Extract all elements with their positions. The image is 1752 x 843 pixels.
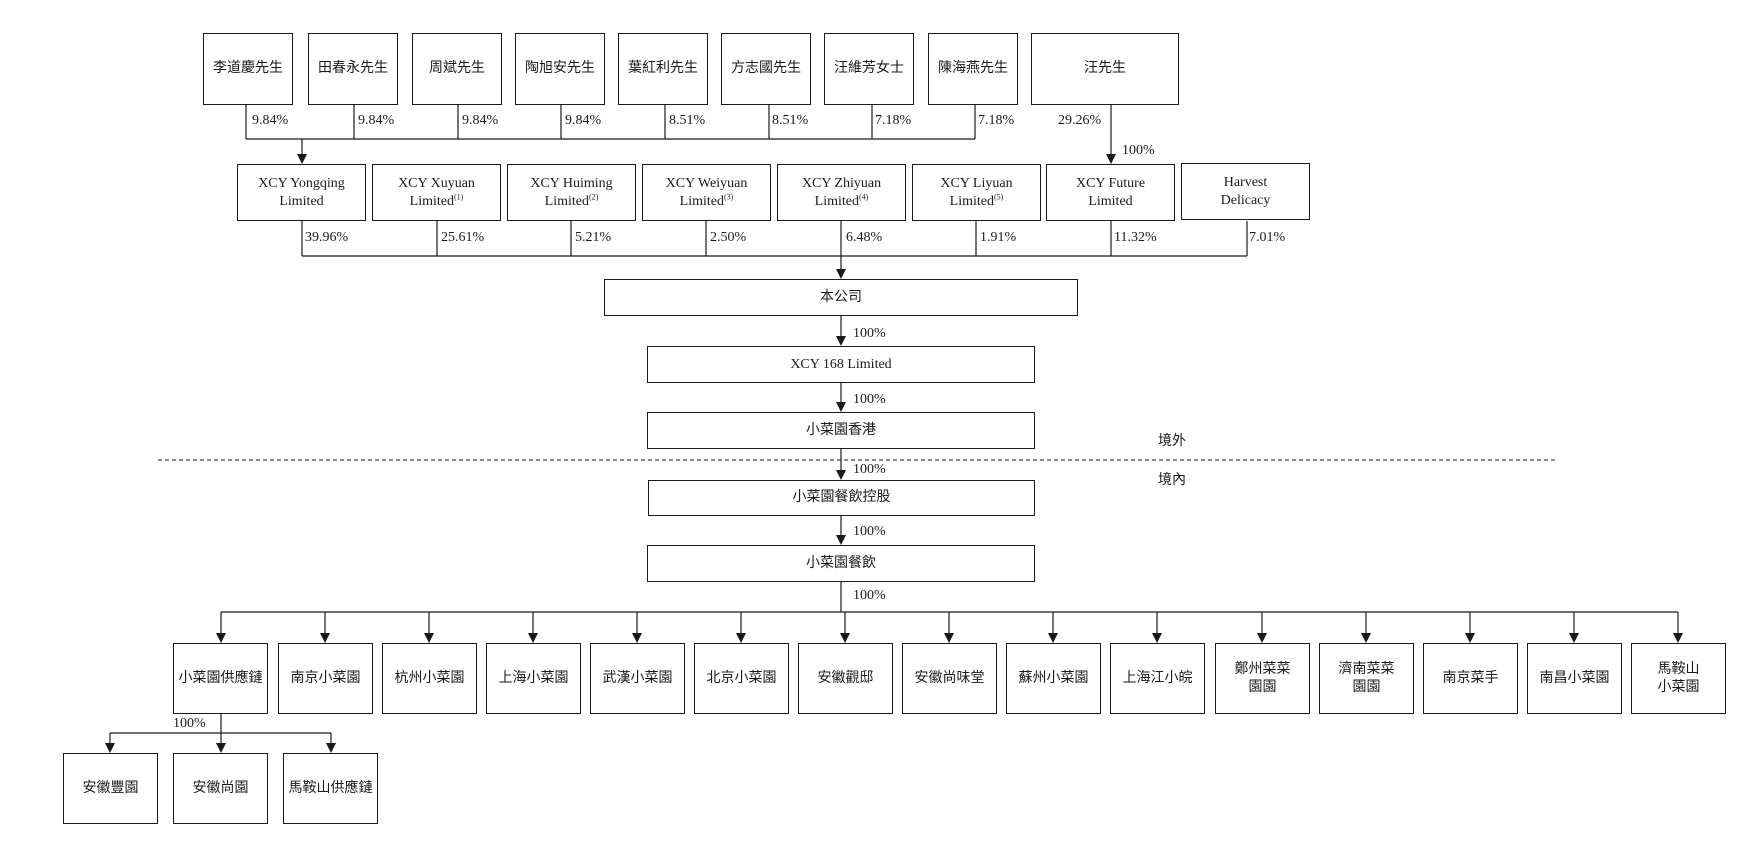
arrowhead [326, 743, 336, 753]
shareholding-pct: 9.84% [252, 113, 289, 128]
shareholder-box: 汪維芳女士 [824, 33, 914, 105]
shareholding-pct: 5.21% [575, 230, 612, 245]
company-box: 本公司 [604, 279, 1078, 316]
chain-entity-box: 小菜園餐飲控股 [648, 480, 1035, 516]
subsidiary-box: 南昌小菜園 [1527, 643, 1622, 714]
shareholding-pct: 1.91% [980, 230, 1017, 245]
subsidiary-box: 上海小菜園 [486, 643, 581, 714]
shareholder-box: 葉紅利先生 [618, 33, 708, 105]
shareholding-pct: 8.51% [669, 113, 706, 128]
shareholder-box: 方志國先生 [721, 33, 811, 105]
subsidiary-box: 南京小菜園 [278, 643, 373, 714]
shareholding-pct: 7.18% [978, 113, 1015, 128]
shareholding-pct: 100% [853, 392, 886, 407]
shareholding-pct: 100% [853, 588, 886, 603]
arrowhead [840, 633, 850, 643]
arrowhead [1106, 154, 1116, 164]
arrowhead [1673, 633, 1683, 643]
arrowhead [836, 470, 846, 480]
arrowhead [216, 743, 226, 753]
arrowhead [1257, 633, 1267, 643]
arrowhead [836, 336, 846, 346]
chain-entity-box: XCY 168 Limited [647, 346, 1035, 383]
arrowhead [1361, 633, 1371, 643]
subsidiary-box: 蘇州小菜園 [1006, 643, 1101, 714]
shareholder-box: 李道慶先生 [203, 33, 293, 105]
arrowhead [216, 633, 226, 643]
shareholding-pct: 9.84% [358, 113, 395, 128]
shareholding-pct: 100% [853, 524, 886, 539]
shareholding-pct: 8.51% [772, 113, 809, 128]
arrowhead [1152, 633, 1162, 643]
shareholder-box: 陶旭安先生 [515, 33, 605, 105]
subsidiary-box: 濟南菜菜園園 [1319, 643, 1414, 714]
supply-chain-sub-box: 安徽尚園 [173, 753, 268, 824]
subsidiary-box: 南京菜手 [1423, 643, 1518, 714]
chain-entity-box: 小菜園餐飲 [647, 545, 1035, 582]
subsidiary-box: 上海江小皖 [1110, 643, 1205, 714]
arrowhead [632, 633, 642, 643]
shareholding-pct: 6.48% [846, 230, 883, 245]
arrowhead [944, 633, 954, 643]
shareholder-box: 周斌先生 [412, 33, 502, 105]
shareholding-pct: 100% [1122, 143, 1155, 158]
shareholding-pct: 7.01% [1249, 230, 1286, 245]
subsidiary-box: 小菜園供應鏈 [173, 643, 268, 714]
shareholding-pct: 2.50% [710, 230, 747, 245]
shareholding-pct: 29.26% [1058, 113, 1102, 128]
offshore-label: 境外 [1158, 434, 1186, 449]
shareholding-pct: 9.84% [462, 113, 499, 128]
subsidiary-box: 武漢小菜園 [590, 643, 685, 714]
supply-chain-sub-box: 馬鞍山供應鏈 [283, 753, 378, 824]
shareholding-pct: 9.84% [565, 113, 602, 128]
subsidiary-box: 安徽觀邸 [798, 643, 893, 714]
arrowhead [528, 633, 538, 643]
subsidiary-box: 鄭州菜菜園園 [1215, 643, 1310, 714]
arrowhead [836, 535, 846, 545]
shareholding-pct: 100% [173, 716, 206, 731]
shareholding-pct: 100% [853, 326, 886, 341]
arrowhead [1048, 633, 1058, 643]
subsidiary-box: 安徽尚味堂 [902, 643, 997, 714]
shareholder-box: 汪先生 [1031, 33, 1179, 105]
subsidiary-box: 馬鞍山小菜園 [1631, 643, 1726, 714]
arrowhead [736, 633, 746, 643]
onshore-label: 境內 [1158, 473, 1186, 488]
chain-entity-box: 小菜園香港 [647, 412, 1035, 449]
arrowhead [297, 154, 307, 164]
shareholding-pct: 100% [853, 462, 886, 477]
shareholding-pct: 25.61% [441, 230, 485, 245]
arrowhead [1569, 633, 1579, 643]
arrowhead [320, 633, 330, 643]
supply-chain-sub-box: 安徽豐園 [63, 753, 158, 824]
arrowhead [1465, 633, 1475, 643]
arrowhead [105, 743, 115, 753]
arrowhead [836, 402, 846, 412]
shareholder-box: 田春永先生 [308, 33, 398, 105]
subsidiary-box: 杭州小菜園 [382, 643, 477, 714]
arrowhead [424, 633, 434, 643]
subsidiary-box: 北京小菜園 [694, 643, 789, 714]
shareholder-box: 陳海燕先生 [928, 33, 1018, 105]
shareholding-pct: 39.96% [305, 230, 349, 245]
shareholding-pct: 11.32% [1114, 230, 1157, 245]
shareholding-pct: 7.18% [875, 113, 912, 128]
arrowhead [836, 269, 846, 279]
